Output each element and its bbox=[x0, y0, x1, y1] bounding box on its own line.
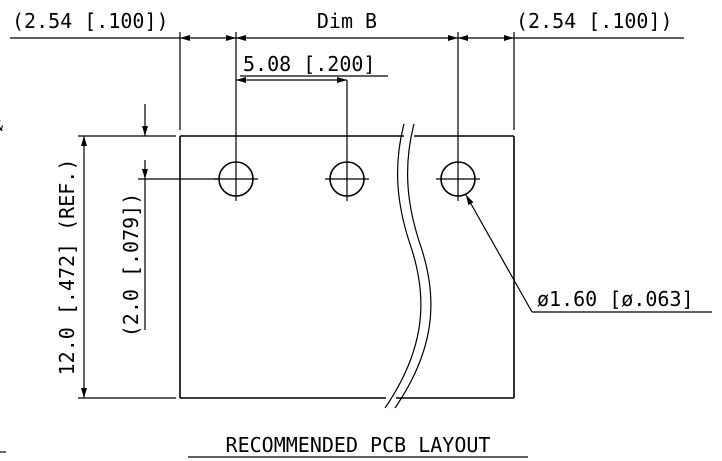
mounting-hole bbox=[214, 157, 258, 201]
edge-mark-glyph: & bbox=[0, 117, 3, 135]
break-lines bbox=[384, 123, 432, 409]
pitch-label: 5.08 [.200] bbox=[243, 52, 375, 76]
dim-b-label: Dim B bbox=[317, 9, 377, 33]
left-margin-label: (2.54 [.100]) bbox=[12, 9, 169, 33]
drawing-caption: RECOMMENDED PCB LAYOUT bbox=[226, 433, 491, 457]
hole-offset-label: (2.0 [.079]) bbox=[119, 193, 143, 338]
hole-diameter-label: ø1.60 [ø.063] bbox=[537, 287, 694, 311]
mounting-hole bbox=[436, 157, 480, 201]
diameter-leader bbox=[465, 194, 712, 313]
extension-lines bbox=[78, 32, 515, 399]
pcb-outline bbox=[179, 135, 515, 399]
right-margin-label: (2.54 [.100]) bbox=[516, 9, 673, 33]
height-label: 12.0 [.472] (REF.) bbox=[55, 159, 79, 376]
mounting-hole bbox=[325, 157, 369, 201]
